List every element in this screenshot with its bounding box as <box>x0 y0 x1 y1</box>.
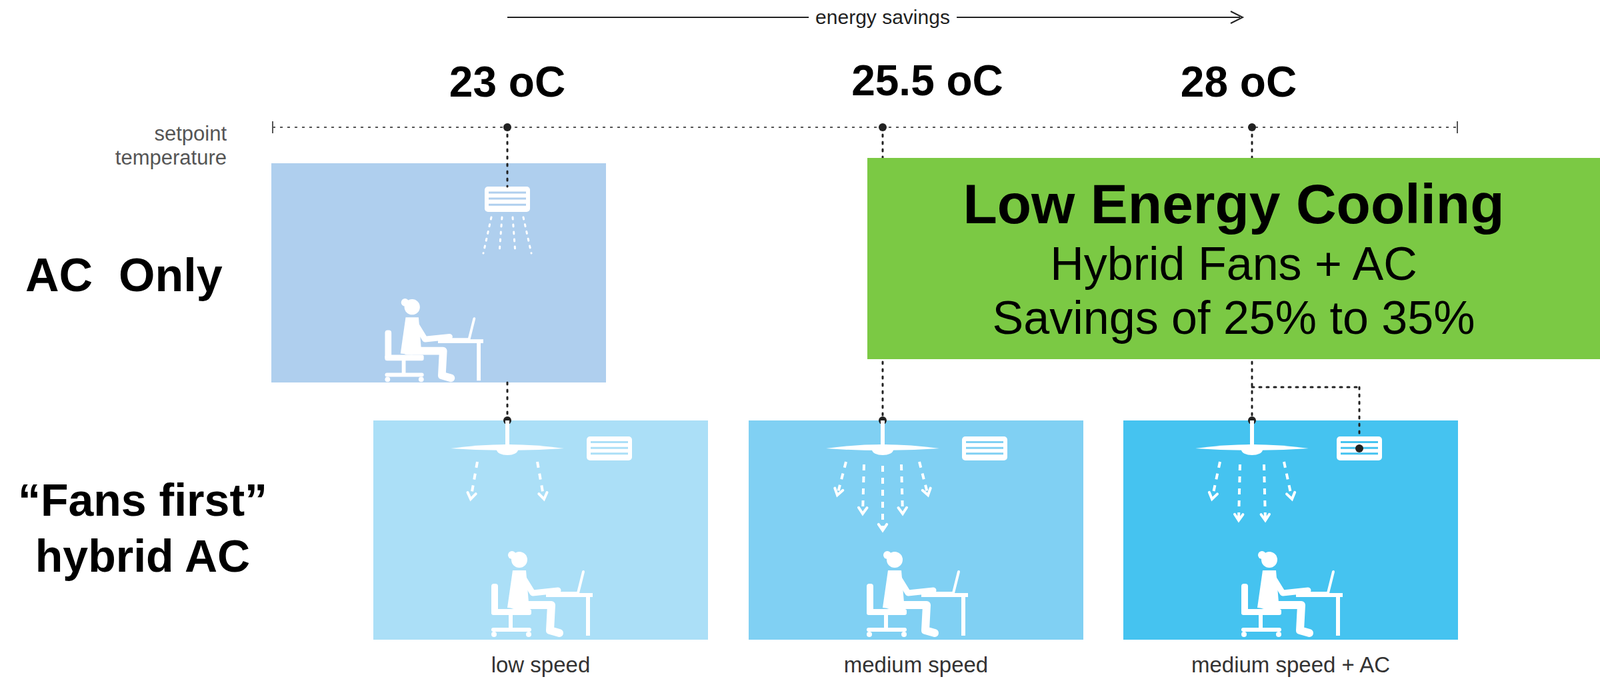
ac-body <box>1336 436 1382 461</box>
airflow-arrow <box>1238 464 1240 521</box>
airflow-arrowhead <box>1234 514 1243 521</box>
ac-body <box>586 436 632 461</box>
person-at-desk <box>491 551 593 638</box>
dotted-line <box>506 127 509 187</box>
ceiling-fan <box>1195 420 1309 456</box>
ac-slat <box>590 441 628 444</box>
fan-hub <box>496 444 518 456</box>
ac-unit <box>586 436 632 461</box>
dotted-line <box>506 382 509 421</box>
axis-title: energy savings <box>808 6 957 30</box>
airflow-arrowhead <box>1286 492 1295 500</box>
ac-slat <box>488 204 526 206</box>
ac-airflow <box>523 217 532 254</box>
fan-hub <box>872 444 894 456</box>
setpoint-dot <box>878 123 887 132</box>
ac-unit <box>484 186 530 212</box>
setpoint-dot <box>1248 123 1256 132</box>
scene-illustration <box>373 420 708 640</box>
ac-slat <box>590 452 628 455</box>
person-at-desk <box>1241 551 1343 638</box>
banner-text: Hybrid Fans + AC <box>1036 237 1431 292</box>
ac-slat <box>966 452 1004 455</box>
person-at-desk <box>866 551 968 638</box>
ac-slat <box>966 441 1004 444</box>
axis-label: setpoint temperature <box>93 122 227 170</box>
fan-rod <box>1250 420 1254 446</box>
banner-text: Savings of 25% to 35% <box>979 291 1489 346</box>
scenario-caption: low speed <box>373 653 708 678</box>
temperature-label: 28 oC <box>1180 58 1297 108</box>
ac-airflow <box>512 217 516 254</box>
ac-slat <box>1340 452 1378 455</box>
scene-illustration <box>1123 420 1458 640</box>
ac-slat <box>966 447 1004 450</box>
scenario-caption: medium speed <box>748 653 1084 678</box>
airflow-arrowhead <box>922 488 931 496</box>
ac-bracket <box>1252 386 1360 389</box>
ac-unit <box>962 436 1008 461</box>
ac-only-box <box>271 163 606 383</box>
airflow-arrowhead <box>1209 492 1218 500</box>
ac-bracket <box>1358 387 1361 437</box>
axis-tick <box>1456 121 1458 134</box>
fan-rod <box>505 420 510 446</box>
airflow-arrowhead <box>878 524 887 531</box>
ceiling-fan <box>450 420 564 456</box>
fan-hub <box>1241 444 1263 456</box>
person-at-desk <box>384 298 483 382</box>
ac-slat <box>488 192 526 194</box>
ac-body <box>962 436 1008 461</box>
airflow-arrowhead <box>1261 514 1270 521</box>
ac-unit <box>1336 436 1382 461</box>
airflow-arrow <box>881 466 884 531</box>
row-label: AC Only <box>25 248 223 303</box>
ac-slat <box>488 198 526 200</box>
ceiling-fan <box>826 420 940 456</box>
airflow-arrowhead <box>538 492 547 500</box>
setpoint-dot <box>1355 444 1364 453</box>
ac-airflow <box>499 217 502 254</box>
temperature-label: 23 oC <box>449 58 566 108</box>
setpoint-dot <box>503 123 512 132</box>
scenario-box: medium speed + AC <box>1123 420 1458 640</box>
airflow-arrowhead <box>898 508 907 514</box>
scene-illustration <box>748 420 1084 640</box>
ac-slat <box>590 447 628 450</box>
fan-rod <box>880 420 885 446</box>
ac-slat <box>1340 441 1378 444</box>
setpoint-axis <box>272 126 1458 128</box>
banner-title: Low Energy Cooling <box>950 172 1518 237</box>
temperature-label: 25.5 oC <box>851 56 1004 106</box>
airflow-arrowhead <box>858 508 867 514</box>
ac-body <box>484 186 530 212</box>
axis-tick <box>272 121 274 134</box>
scenario-box: medium speed <box>748 420 1084 640</box>
row-label: “Fans first” hybrid AC <box>2 472 283 584</box>
airflow-arrow <box>901 464 903 514</box>
energy-arrowhead <box>1230 11 1243 24</box>
airflow-arrow <box>862 464 864 514</box>
airflow-arrowhead <box>467 492 476 500</box>
callout-banner: Low Energy CoolingHybrid Fans + ACSaving… <box>867 158 1600 360</box>
airflow-arrowhead <box>834 488 843 496</box>
scenario-box: low speed <box>373 420 708 640</box>
scenario-caption: medium speed + AC <box>1123 653 1458 678</box>
ac-airflow <box>483 217 492 254</box>
airflow-arrow <box>1264 464 1266 521</box>
